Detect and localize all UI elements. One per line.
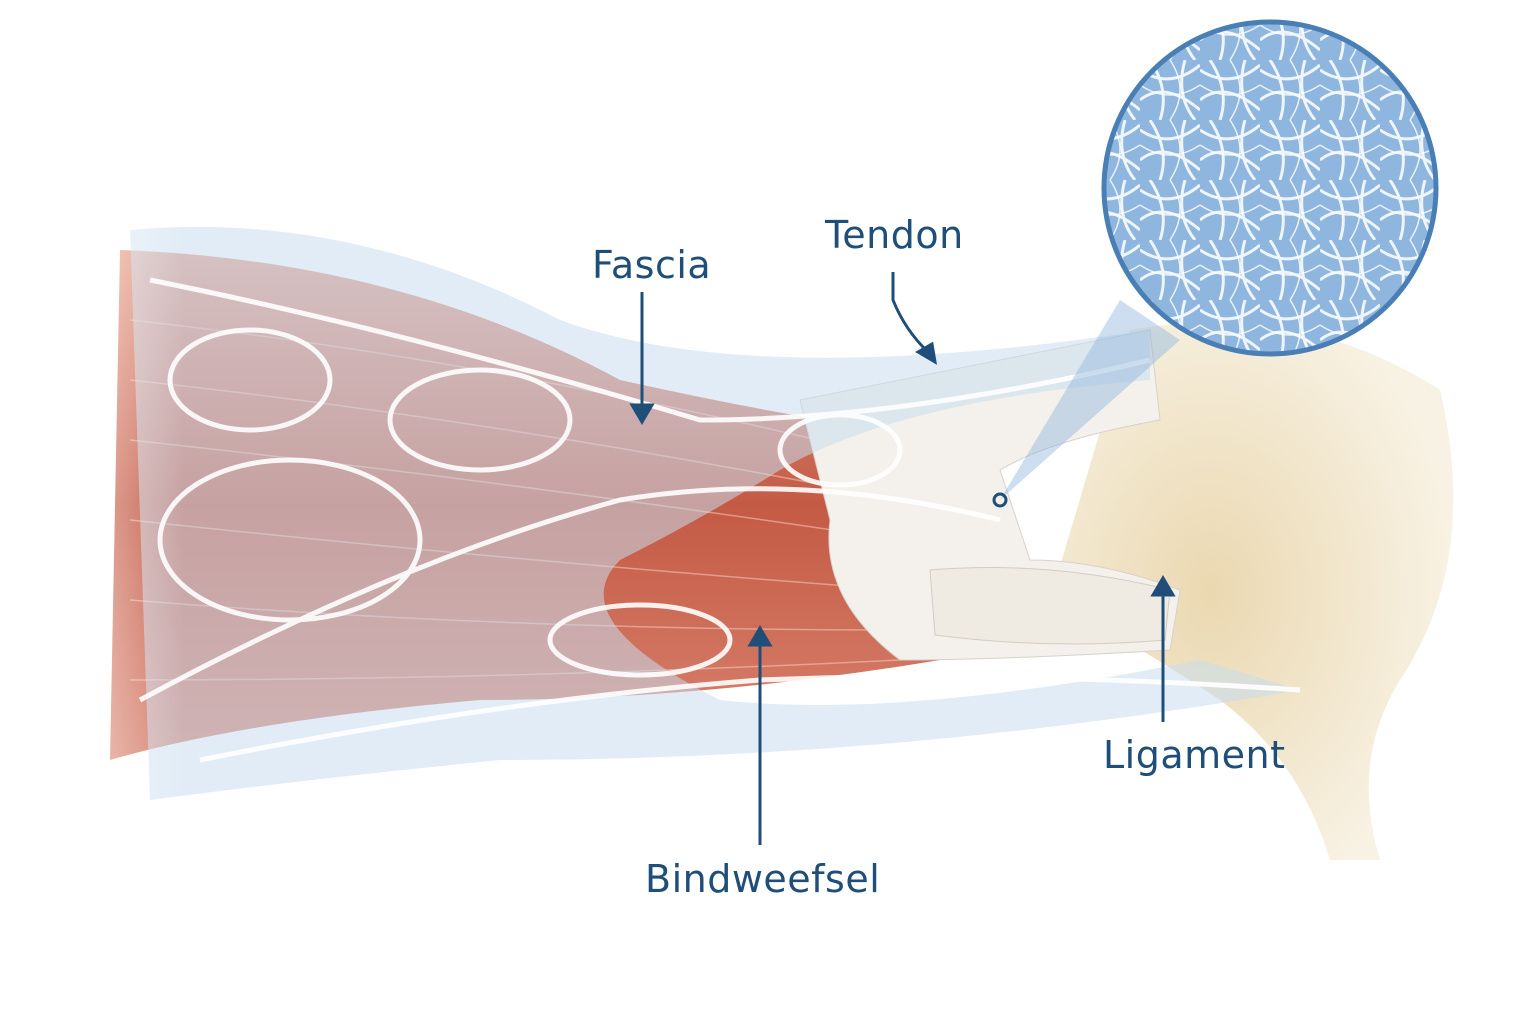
ligament-label: Ligament bbox=[1103, 733, 1286, 777]
fascia-label: Fascia bbox=[592, 243, 712, 287]
bindweefsel-label: Bindweefsel bbox=[645, 857, 881, 901]
tendon-label: Tendon bbox=[825, 213, 964, 257]
zoom-circle bbox=[1101, 19, 1439, 357]
magnifier-beam bbox=[1000, 300, 1180, 500]
magnifier-origin bbox=[992, 492, 1008, 508]
